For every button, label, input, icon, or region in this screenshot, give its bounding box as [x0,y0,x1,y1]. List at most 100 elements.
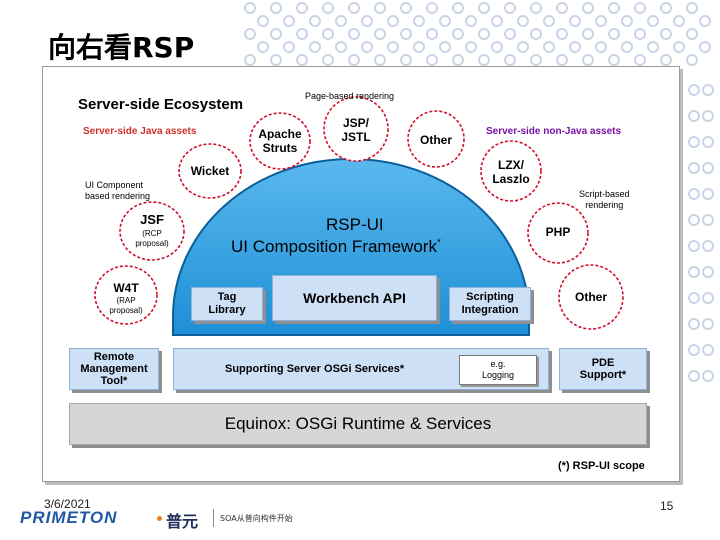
pattern-circle [660,28,672,40]
pattern-circle [660,54,672,66]
cloud-struts [249,112,311,170]
lzx-label: LZX/Laszlo [492,158,530,186]
pattern-circle [608,54,620,66]
cloud-lzx [480,140,542,202]
equinox-bar: Equinox: OSGi Runtime & Services [69,403,647,445]
pattern-circle [688,110,700,122]
pattern-circle [569,15,581,27]
pattern-circle [244,2,256,14]
pattern-circle [244,54,256,66]
slide-title: 向右看RSP [48,31,195,64]
pattern-circle [569,41,581,53]
pattern-circle [270,2,282,14]
pattern-circle [361,15,373,27]
wicket-label: Wicket [190,164,230,178]
pattern-circle [517,41,529,53]
pattern-circle [688,162,700,174]
pattern-circle [556,28,568,40]
pattern-circle [283,41,295,53]
pattern-circle [413,41,425,53]
pattern-circle [582,28,594,40]
logo-divider [213,509,214,527]
pattern-circle [582,54,594,66]
pattern-circle [374,2,386,14]
dome-subtitle: UI Composition Framework* [231,237,441,256]
pattern-circle [543,15,555,27]
pattern-circle [608,2,620,14]
pattern-circle [702,110,714,122]
pattern-circle [621,41,633,53]
pattern-circle [465,15,477,27]
pattern-circle [556,2,568,14]
pattern-circle [322,54,334,66]
pattern-circle [686,28,698,40]
jsf-label: JSF [140,212,164,227]
pattern-circle [504,28,516,40]
pattern-circle [634,28,646,40]
pattern-circle [439,15,451,27]
pattern-circle [413,15,425,27]
pattern-circle [673,15,685,27]
pattern-circle [702,292,714,304]
pattern-circle [257,41,269,53]
pattern-circle [634,2,646,14]
pattern-circle [608,28,620,40]
non-java-assets-label: Server-side non-Java assets [486,126,622,137]
footer-date: 3/6/2021 [44,497,91,511]
pattern-circle [270,28,282,40]
cloud-other-top [407,110,465,168]
pattern-circle [702,84,714,96]
other-top-label: Other [419,133,452,147]
pattern-circle [296,28,308,40]
pattern-circle [374,28,386,40]
pattern-circle [688,318,700,330]
pattern-circle [699,15,711,27]
pattern-circle [400,28,412,40]
java-assets-label: Server-side Java assets [83,126,197,137]
pattern-circle [296,54,308,66]
pattern-circle [426,2,438,14]
slogan: SOA从普向构件开始 [220,514,293,523]
pattern-circle [244,28,256,40]
jsp-label: JSP/JSTL [341,116,371,144]
cloud-other-right [558,264,624,330]
pattern-circle [491,15,503,27]
pattern-circle [504,54,516,66]
pattern-circle [702,344,714,356]
pattern-circle [702,162,714,174]
pattern-circle [452,54,464,66]
pattern-circle [688,370,700,382]
pattern-circle [530,54,542,66]
pattern-circle [348,2,360,14]
pattern-circle [348,28,360,40]
pattern-circle [517,15,529,27]
pattern-circle [543,41,555,53]
logo-dot-icon [157,516,162,521]
other-right-label: Other [574,290,607,304]
pattern-circle [400,54,412,66]
pattern-circle [688,344,700,356]
pattern-circle [374,54,386,66]
pattern-circle [387,41,399,53]
pattern-circle [621,15,633,27]
ecosystem-title: Server-side Ecosystem [78,96,244,113]
pattern-circle [688,188,700,200]
pattern-circle [673,41,685,53]
pattern-circle [426,28,438,40]
pattern-circle [688,292,700,304]
pattern-circle [309,15,321,27]
pattern-circle [595,15,607,27]
pattern-circle [634,54,646,66]
scope-note: (*) RSP-UI scope [558,460,645,472]
pattern-circle [348,54,360,66]
pattern-circle [322,2,334,14]
pattern-circle [439,41,451,53]
pattern-circle [702,136,714,148]
